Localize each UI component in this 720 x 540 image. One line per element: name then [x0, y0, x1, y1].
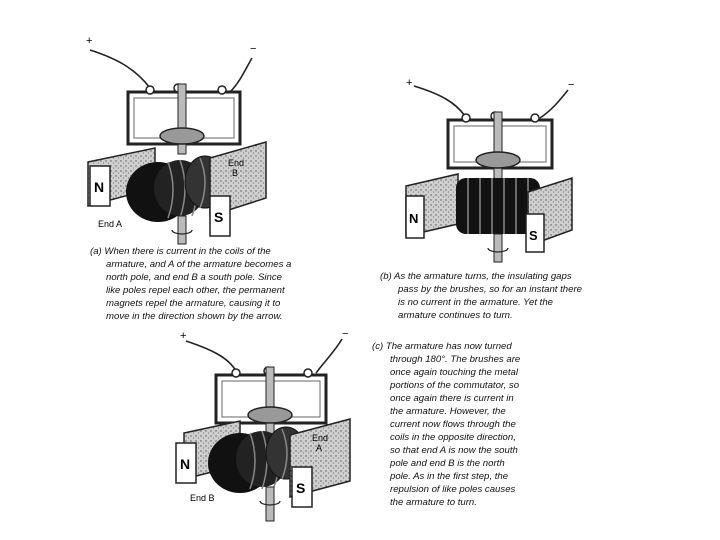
end-b-label: End B [190, 493, 215, 503]
pole-n-label: N [409, 211, 418, 226]
shaft [178, 216, 186, 244]
caption-b: (b) As the armature turns, the insulatin… [380, 270, 582, 322]
wire-left [90, 50, 150, 88]
end-b-label-letter: B [232, 168, 238, 178]
end-a-label: End A [98, 219, 122, 229]
negative-terminal-label: − [568, 79, 574, 91]
positive-terminal-label: + [180, 330, 186, 342]
commutator [476, 152, 520, 168]
wire-right [230, 58, 252, 92]
wire-right [316, 339, 342, 373]
positive-terminal-label: + [406, 77, 412, 89]
negative-terminal-label: − [342, 328, 348, 340]
motor-diagram-a: + − N S End B End A [80, 30, 280, 245]
pole-n-label: N [180, 456, 190, 472]
motor-diagram-b: + − N S [400, 74, 580, 264]
shaft [266, 487, 274, 521]
shaft [494, 234, 502, 262]
pole-n-label: N [94, 179, 104, 195]
end-b-label: End [228, 158, 244, 168]
caption-c: (c) The armature has now turned through … [372, 340, 520, 509]
pole-s-label: S [529, 228, 538, 243]
end-a-label-letter: A [316, 443, 322, 453]
wire-right [540, 90, 568, 118]
end-a-label: End [312, 433, 328, 443]
negative-terminal-label: − [250, 43, 256, 55]
wire-left [186, 341, 236, 371]
wire-left [414, 86, 465, 116]
commutator [248, 407, 292, 423]
positive-terminal-label: + [86, 35, 92, 47]
commutator [160, 128, 204, 144]
caption-a: (a) When there is current in the coils o… [90, 245, 291, 323]
pole-s-label: S [214, 209, 223, 225]
motor-diagram-c: + − N S End A End B [170, 325, 360, 525]
pole-s-label: S [296, 480, 305, 496]
